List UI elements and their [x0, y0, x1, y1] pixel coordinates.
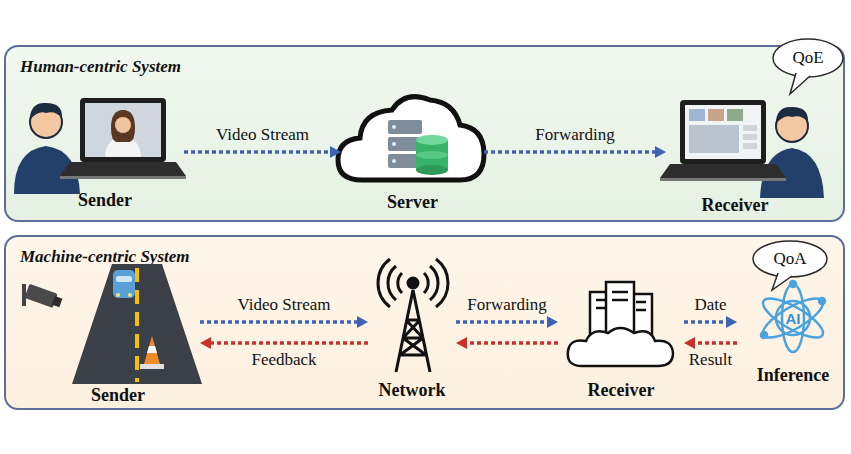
road-scene-part	[128, 293, 132, 297]
system-band: Machine-centric SystemSenderNetworkRecei…	[4, 235, 845, 410]
speech-bubble: QoE	[772, 38, 844, 78]
laptop-icon-part	[727, 109, 743, 121]
bubble-ellipse	[753, 241, 827, 277]
laptop-icon-part	[80, 98, 166, 162]
logo-text: AI	[786, 310, 801, 327]
edge-label: Video Stream	[238, 295, 331, 315]
camera-icon-part	[22, 284, 26, 306]
bubble-tail	[790, 73, 810, 94]
inference-node: Inference	[741, 275, 845, 385]
band-title: Machine-centric System	[20, 247, 190, 267]
laptop-icon-part	[743, 134, 757, 140]
band-title: Human-centric System	[20, 57, 181, 77]
cloud-server-icon-part	[596, 292, 646, 310]
node-label: Network	[352, 380, 472, 400]
node-label: Receiver	[650, 195, 820, 215]
node-label: Sender	[20, 385, 216, 405]
network-node: Network	[372, 268, 452, 400]
server-cloud-icon-part	[416, 165, 448, 175]
bubble-ellipse	[773, 39, 843, 77]
laptop-icon-part	[115, 117, 131, 133]
laptop-icon-part	[60, 162, 186, 176]
edge-label: Forwarding	[535, 125, 614, 145]
laptop-icon-part	[85, 103, 161, 157]
server-cloud-icon-part	[416, 135, 448, 145]
server-node: Server	[345, 92, 480, 212]
node-label: Server	[325, 192, 500, 212]
node-label: Sender	[10, 190, 200, 210]
laptop-icon-part	[60, 176, 186, 179]
road-scene-part	[135, 268, 139, 382]
road-scene-part	[144, 336, 160, 364]
bubble-text: QoE	[792, 48, 823, 68]
bubble-text: QoA	[773, 249, 806, 269]
server-cloud-icon-part	[392, 142, 396, 146]
dashed-line	[200, 320, 357, 324]
sender-node: Sender	[30, 92, 180, 210]
ai-atom-icon-part	[819, 298, 825, 304]
laptop-icon-part	[689, 109, 705, 121]
edge-label: Forwarding	[467, 295, 546, 315]
laptop-icon-part	[743, 143, 757, 149]
laptop-icon-part	[660, 164, 786, 178]
server-cloud-icon-part	[416, 151, 448, 159]
bubble-tail	[772, 273, 792, 290]
node-label: Inference	[721, 365, 851, 385]
speech-bubble: QoA	[752, 240, 828, 278]
system-band: Human-centric SystemSenderServerReceiver…	[4, 45, 845, 222]
road-scene-part	[116, 293, 120, 297]
edge-label: Result	[689, 350, 732, 370]
network-tower-icon-part	[408, 278, 418, 288]
laptop-icon-part	[708, 109, 724, 121]
ai-atom-icon-part	[790, 281, 796, 287]
laptop-icon-part	[743, 125, 757, 131]
edge-label: Date	[694, 295, 726, 315]
dashed-line	[211, 341, 368, 345]
laptop-icon-part	[111, 110, 135, 142]
edge-label: Feedback	[251, 350, 316, 370]
ai-atom-icon-part	[761, 332, 767, 338]
laptop-icon-part	[660, 178, 786, 181]
receiver-node: Receiver	[562, 270, 680, 400]
laptop-icon-part	[689, 125, 739, 153]
server-cloud-icon-part	[392, 125, 396, 129]
receiver-node: Receiver	[670, 95, 800, 215]
road-scene-part	[140, 364, 164, 369]
node-label: Receiver	[542, 380, 700, 400]
server-cloud-icon-part	[388, 120, 422, 134]
edge-label: Video Stream	[216, 125, 309, 145]
sender-node: Sender	[40, 262, 196, 405]
server-cloud-icon-part	[392, 159, 396, 163]
road-scene-part	[116, 276, 132, 282]
laptop-icon-part	[685, 105, 761, 159]
laptop-icon-part	[680, 100, 766, 164]
road-scene-part	[113, 270, 135, 298]
road-scene-part	[147, 346, 157, 353]
